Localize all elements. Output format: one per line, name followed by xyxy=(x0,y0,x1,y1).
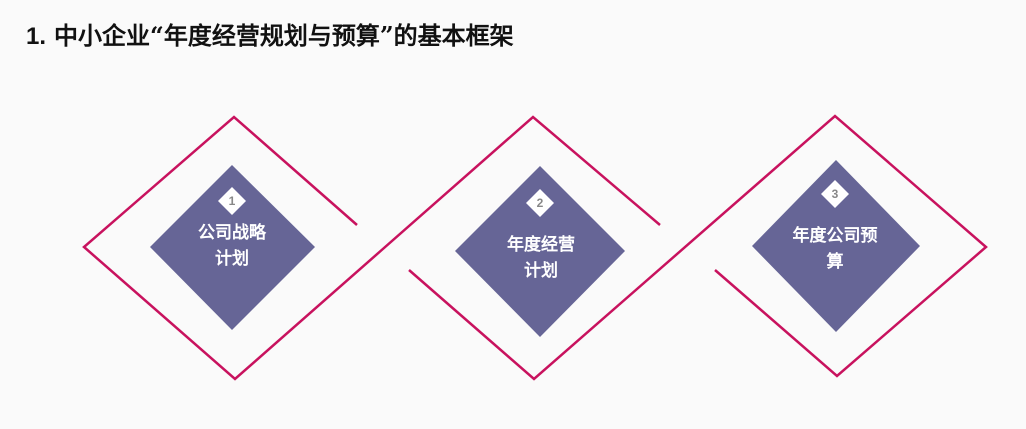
badge-diamond-1 xyxy=(218,187,246,215)
title-number: 1. xyxy=(26,23,47,50)
badge-diamond-2 xyxy=(526,189,554,217)
step-diamond-1 xyxy=(150,165,315,330)
step-diamond-3 xyxy=(752,160,920,332)
outline-lines xyxy=(82,114,988,381)
outline-diamond-1 xyxy=(82,115,661,381)
title-text: 中小企业“年度经营规划与预算”的基本框架 xyxy=(54,21,514,50)
step-label-1: 公司战略计划 xyxy=(198,223,266,269)
outline-diamond-2 xyxy=(408,114,988,381)
slide-title: 1. 中小企业“年度经营规划与预算”的基本框架 xyxy=(26,16,514,51)
step-label-2: 年度经营计划 xyxy=(507,235,575,281)
step-number-3: 3 xyxy=(831,187,839,201)
badge-diamond-3 xyxy=(821,180,849,208)
step-diamond-2 xyxy=(455,166,625,337)
step-number-2: 2 xyxy=(536,196,544,210)
step-label-3: 年度公司预算 xyxy=(792,226,878,272)
step-number-1: 1 xyxy=(228,194,236,208)
